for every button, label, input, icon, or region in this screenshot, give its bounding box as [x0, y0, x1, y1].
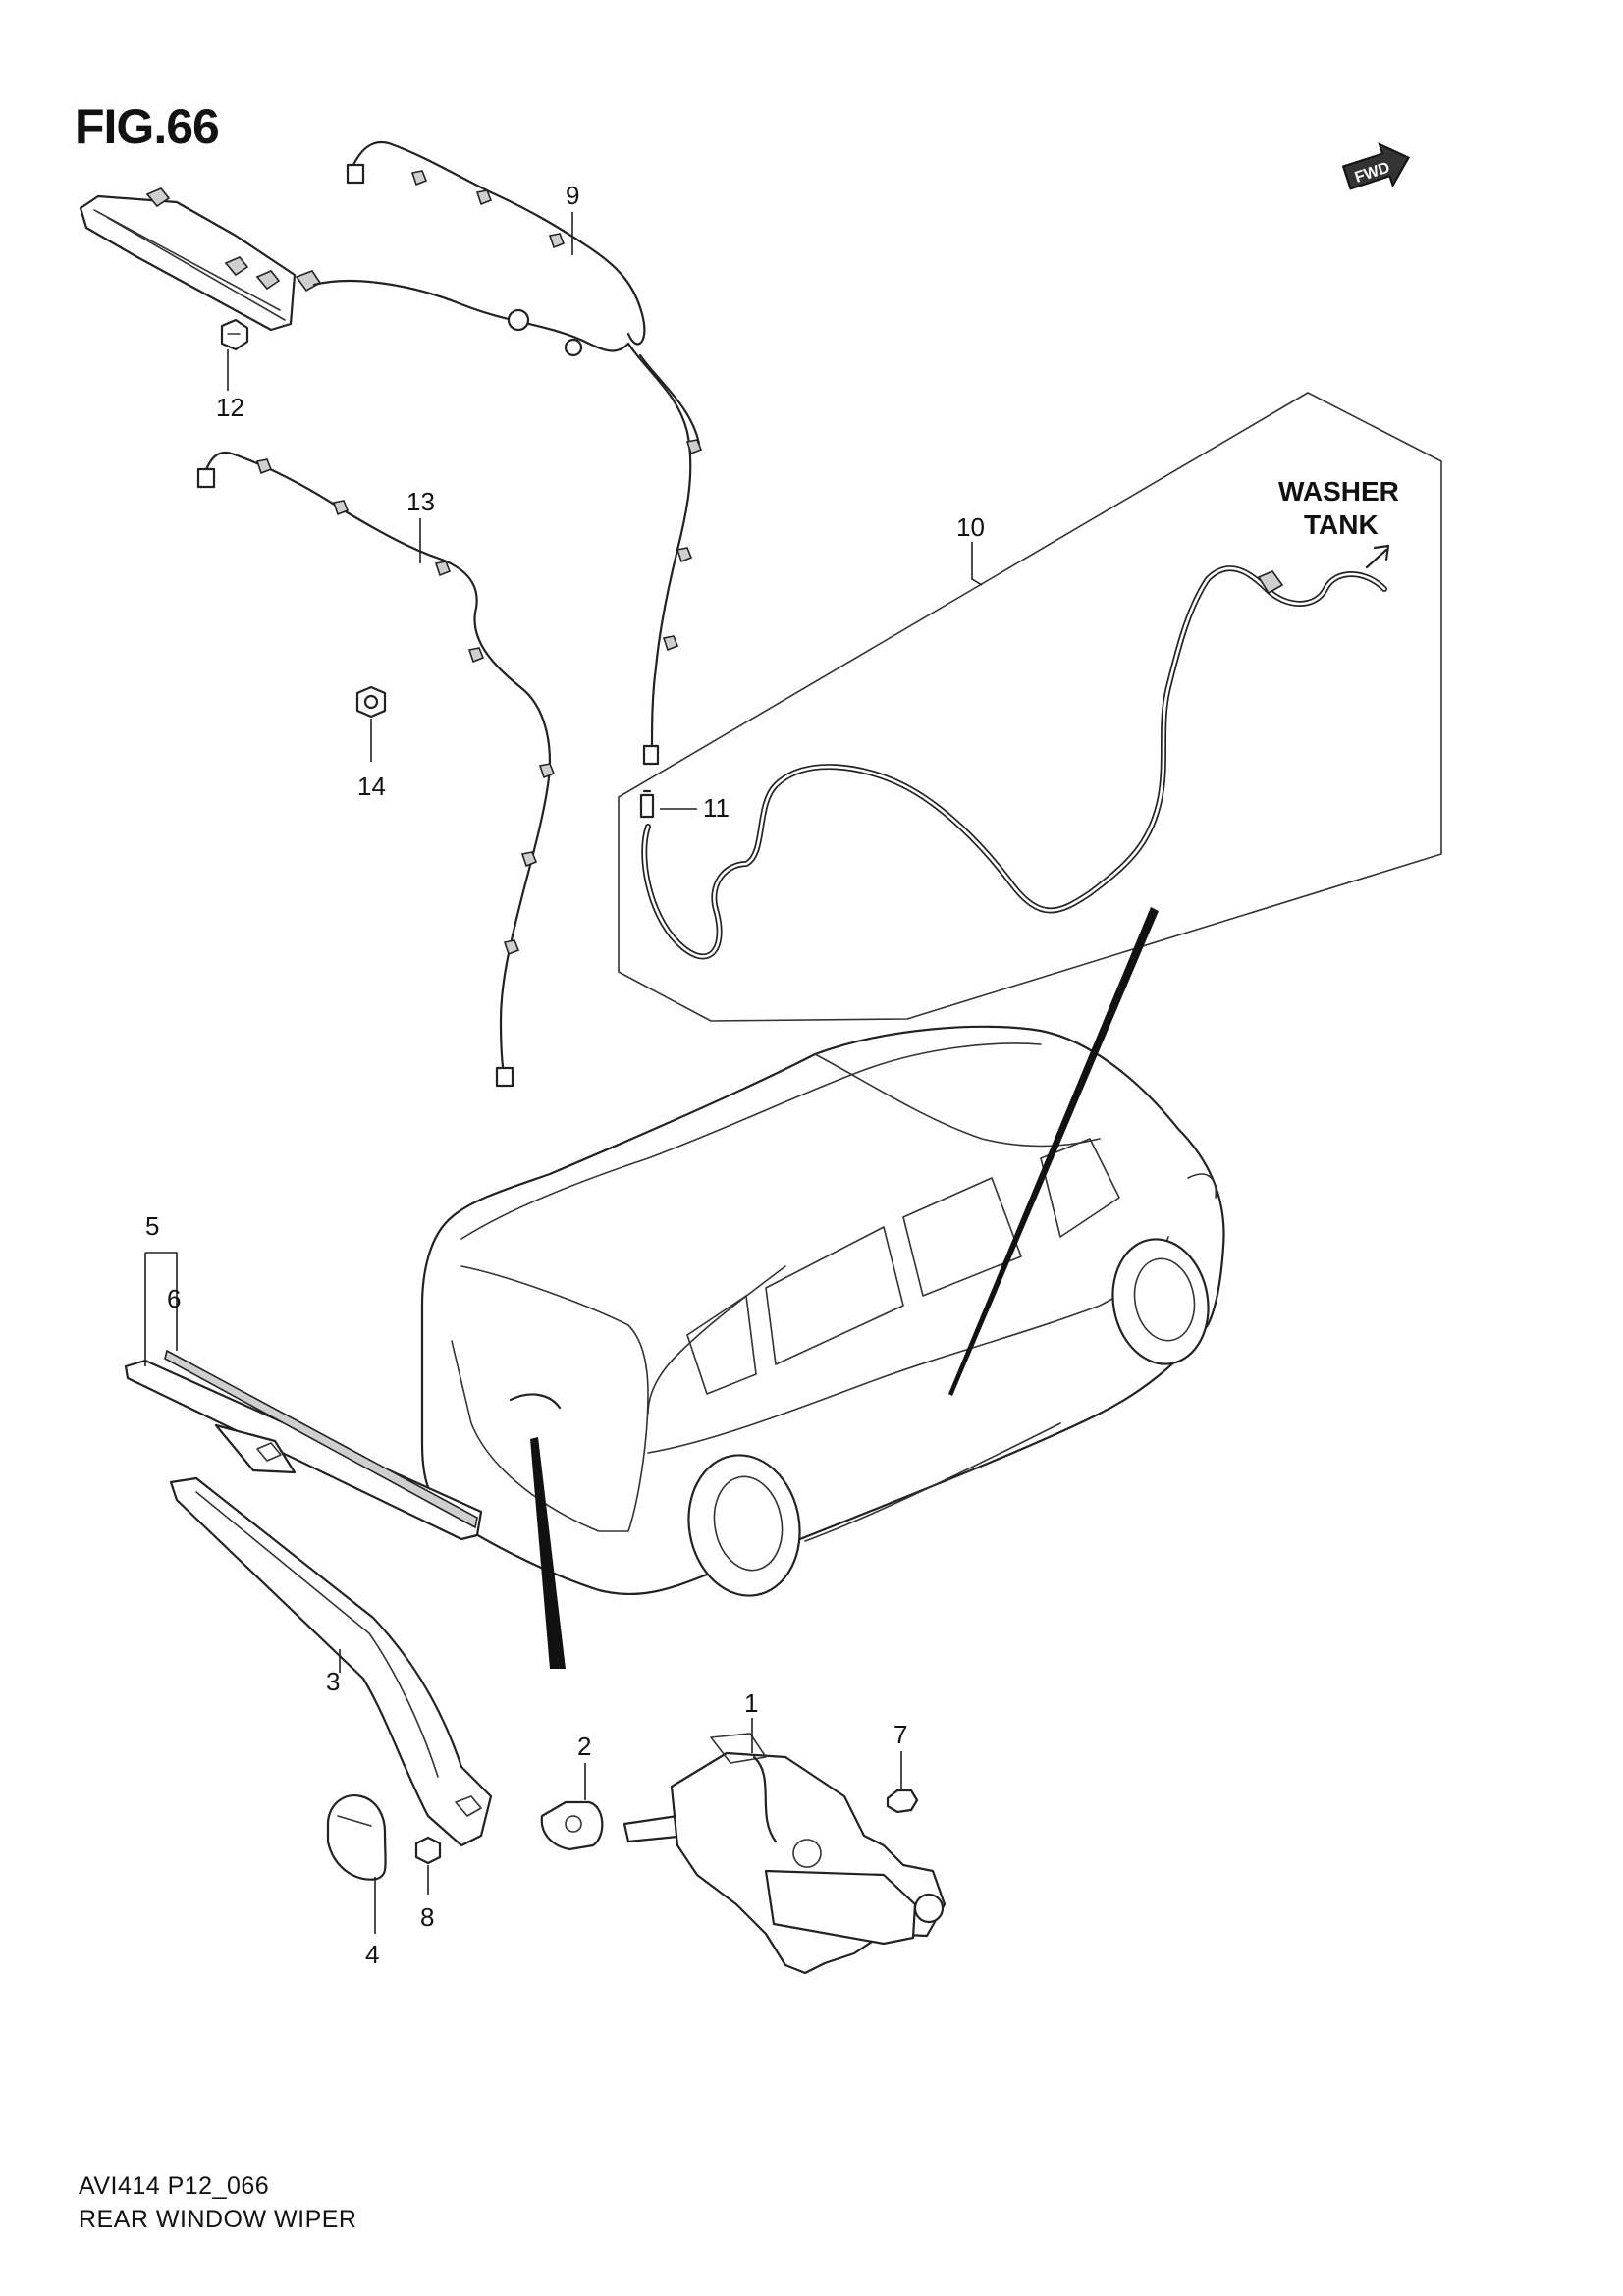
callout-12: 12	[216, 393, 244, 422]
part-2-grommet	[540, 1800, 604, 1851]
figure-footer: AVI414 P12_066 REAR WINDOW WIPER	[79, 2169, 357, 2236]
part-11-nozzle	[639, 789, 655, 819]
callout-1: 1	[744, 1688, 758, 1718]
part-5-wiper-blade	[124, 1349, 483, 1541]
vehicle-outline	[420, 1025, 1225, 1597]
leader-lines	[144, 212, 983, 1934]
figure-code: AVI414 P12_066	[79, 2172, 270, 2200]
part-12-clip	[220, 318, 249, 351]
callout-2: 2	[577, 1732, 591, 1761]
callout-11: 11	[703, 793, 730, 823]
washer-tank-note: WASHER TANK	[1278, 476, 1399, 540]
washer-tank-label-line1: WASHER	[1278, 476, 1399, 507]
part-14-nut	[355, 685, 387, 719]
figure-title: FIG.66	[75, 99, 220, 154]
part-7-bolt	[886, 1789, 919, 1814]
high-mount-lamp-assembly	[79, 187, 322, 332]
forward-arrow-icon: FWD	[1341, 142, 1410, 190]
callout-5: 5	[145, 1211, 159, 1241]
part-10-hose-group	[618, 392, 1442, 1022]
callout-13: 13	[406, 487, 435, 516]
callout-6: 6	[167, 1284, 181, 1313]
callout-10: 10	[956, 512, 985, 542]
callout-labels: 9 12 13 14 10 11 5 6 3 4 8 2 1 7	[145, 181, 985, 1969]
callout-8: 8	[420, 1902, 434, 1932]
part-9-harness	[312, 140, 703, 766]
washer-tank-label-line2: TANK	[1304, 509, 1379, 540]
part-4-cap	[326, 1794, 387, 1881]
part-13-harness	[196, 451, 556, 1088]
pointer-wedges	[530, 907, 1159, 1669]
part-1-wiper-motor	[622, 1733, 947, 1975]
part-8-nut	[414, 1836, 442, 1865]
callout-14: 14	[357, 772, 386, 801]
callout-7: 7	[893, 1720, 907, 1749]
callout-3: 3	[326, 1667, 340, 1696]
callout-4: 4	[365, 1940, 379, 1969]
part-3-wiper-arm	[169, 1476, 493, 1847]
callout-9: 9	[566, 181, 579, 210]
figure-caption: REAR WINDOW WIPER	[79, 2206, 357, 2233]
